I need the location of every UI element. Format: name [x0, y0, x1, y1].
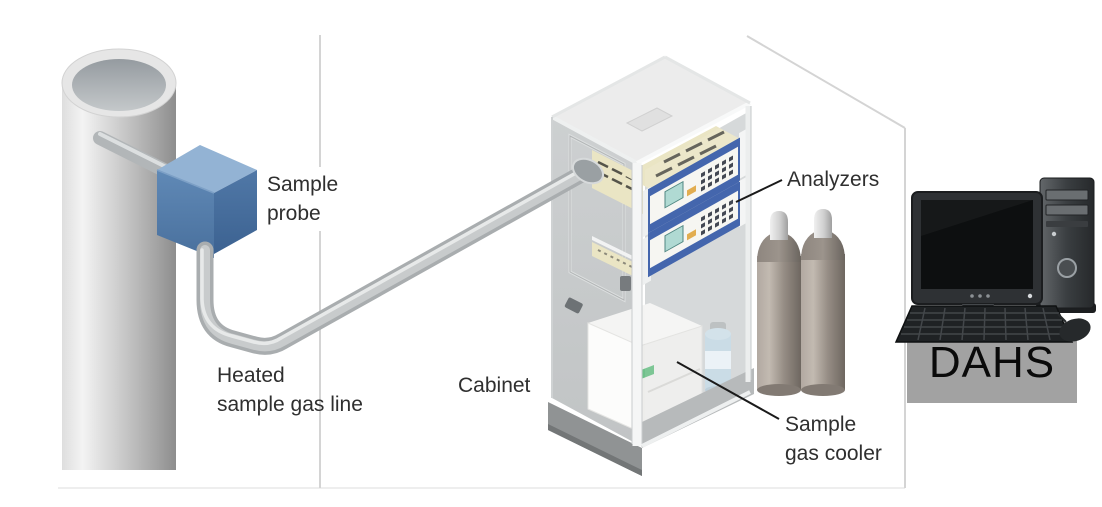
sample-gas-cooler-graphic — [587, 303, 703, 433]
dahs-panel: DAHS — [907, 322, 1077, 403]
analyzer-chassis-left — [592, 150, 643, 278]
computer-tower — [1036, 177, 1096, 313]
computer-monitor — [911, 191, 1043, 327]
dahs-label: DAHS — [928, 337, 1056, 387]
cabinet-base — [548, 368, 754, 476]
cabinet-label: Cabinet — [458, 374, 531, 397]
dahs-computer-graphic — [894, 177, 1096, 343]
heated-sample-gas-line-graphic — [196, 157, 605, 355]
analyzers-label: Analyzers — [787, 168, 880, 191]
sample-probe-graphic — [156, 145, 257, 258]
analyzer-top-face — [624, 126, 742, 189]
cabinet-frame — [551, 55, 752, 448]
heated-sample-gas-line-label: Heated sample gas line — [217, 364, 363, 416]
leader-lines — [676, 179, 783, 420]
bottle-graphic — [705, 322, 731, 394]
cooler-leader-line — [676, 361, 780, 420]
gas-cylinder — [757, 211, 801, 396]
sample-probe-label: Sample probe — [267, 173, 339, 225]
gas-cylinder — [801, 209, 845, 396]
cabinet-contents — [587, 126, 747, 433]
probe-arm-graphic — [93, 131, 177, 180]
analyzers-graphic — [643, 128, 747, 286]
cabinet-graphic — [548, 55, 754, 476]
analyzers-leader-line — [735, 179, 783, 203]
stack-graphic — [61, 48, 177, 470]
sample-gas-cooler-label: Sample gas cooler — [785, 413, 882, 465]
gas-cylinders-graphic — [757, 209, 845, 396]
